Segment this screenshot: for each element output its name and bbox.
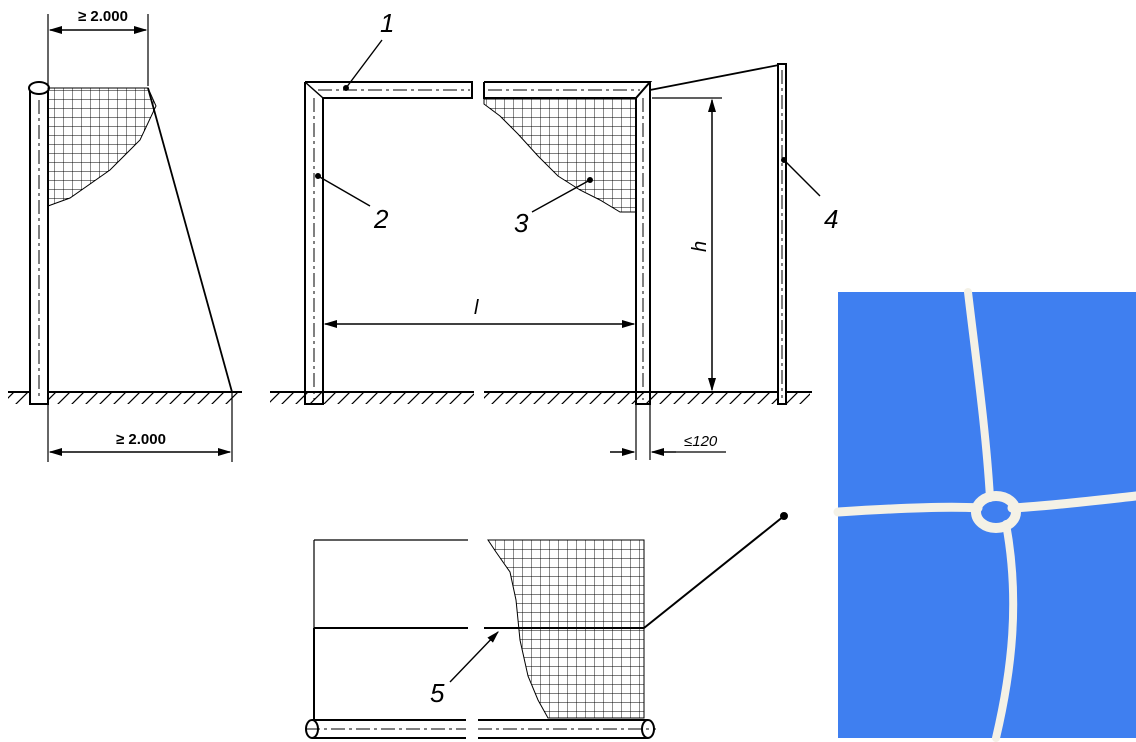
height-label: h [689,241,711,252]
post-offset-label: ≤120 [684,433,718,450]
front-net-mesh [483,97,637,213]
side-view [8,14,242,462]
callout-2: 2 [373,204,389,234]
callout-3: 3 [514,208,529,238]
top-min-distance-label: ≥ 2.000 [78,8,128,25]
callout-4: 4 [824,204,838,234]
net-knot-photo [833,288,1136,742]
width-label: l [474,297,479,319]
front-view [270,39,821,460]
callout-5: 5 [430,678,445,708]
callout-1: 1 [380,8,394,38]
side-net-mesh [47,87,157,207]
bottom-min-distance-label: ≥ 2.000 [116,431,166,448]
plan-view [305,512,788,739]
